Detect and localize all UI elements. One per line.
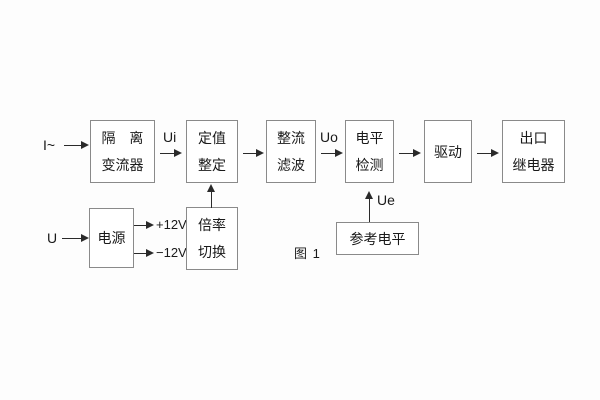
leveldetect-to-drive-arrowhead <box>413 148 421 157</box>
ui-signal-label: Ui <box>163 129 177 145</box>
multiplier-to-setting-line <box>211 191 212 208</box>
supply-pos-label: +12V <box>156 217 187 232</box>
leveldetect-to-drive-line <box>399 153 417 154</box>
supply-neg-label: −12V <box>156 245 187 260</box>
voltage-input-label: U <box>47 230 58 246</box>
block-rectifier-line2: 滤波 <box>277 157 305 173</box>
block-isolation-transformer[interactable]: 隔 离 变流器 <box>90 120 155 183</box>
isolation-to-setting-line <box>160 153 178 154</box>
block-multiplier-line1: 倍率 <box>198 217 226 233</box>
rectifier-to-leveldetect-line <box>321 153 339 154</box>
isolation-to-setting-arrowhead <box>174 148 182 157</box>
setting-to-rectifier-arrowhead <box>256 148 264 157</box>
multiplier-to-setting-arrowhead <box>207 184 215 192</box>
block-multiplier-line2: 切换 <box>198 244 226 260</box>
supply-neg-arrowhead <box>146 248 154 257</box>
uo-signal-label: Uo <box>320 129 338 145</box>
current-input-arrowhead <box>81 140 89 149</box>
block-isolation-line1: 隔 离 <box>101 130 149 146</box>
rectifier-to-leveldetect-arrowhead <box>335 148 343 157</box>
block-leveldetect-line1: 电平 <box>355 130 384 146</box>
block-rectifier-filter[interactable]: 整流 滤波 <box>266 120 316 183</box>
setting-to-rectifier-line <box>243 153 261 154</box>
block-outrelay-line1: 出口 <box>519 130 548 146</box>
block-level-detection[interactable]: 电平 检测 <box>345 120 394 183</box>
voltage-input-lead <box>62 238 86 239</box>
reference-to-leveldetect-line <box>369 198 370 222</box>
block-output-relay[interactable]: 出口 继电器 <box>502 120 565 183</box>
block-setting-value[interactable]: 定值 整定 <box>186 120 238 183</box>
block-leveldetect-line2: 检测 <box>355 157 384 173</box>
current-input-lead <box>64 145 86 146</box>
supply-pos-line <box>134 225 150 226</box>
drive-to-relay-line <box>477 153 495 154</box>
block-setting-line1: 定值 <box>198 130 226 146</box>
ue-signal-label: Ue <box>377 192 395 208</box>
block-reference-level[interactable]: 参考电平 <box>336 222 419 255</box>
block-power-supply[interactable]: 电源 <box>89 208 134 268</box>
current-input-label: I~ <box>43 137 56 153</box>
block-setting-line2: 整定 <box>198 157 226 173</box>
block-power-line1: 电源 <box>97 230 126 246</box>
block-isolation-line2: 变流器 <box>101 157 144 173</box>
block-reference-line1: 参考电平 <box>349 230 406 247</box>
reference-to-leveldetect-arrowhead <box>365 191 373 199</box>
block-drive[interactable]: 驱动 <box>424 120 472 183</box>
supply-pos-arrowhead <box>146 220 154 229</box>
supply-neg-line <box>134 253 150 254</box>
block-multiplier-switch[interactable]: 倍率 切换 <box>186 207 238 270</box>
block-rectifier-line1: 整流 <box>277 130 305 146</box>
block-drive-line1: 驱动 <box>434 143 462 160</box>
drive-to-relay-arrowhead <box>491 148 499 157</box>
figure-caption: 图 1 <box>294 246 321 261</box>
voltage-input-arrowhead <box>81 233 89 242</box>
block-outrelay-line2: 继电器 <box>512 157 555 173</box>
